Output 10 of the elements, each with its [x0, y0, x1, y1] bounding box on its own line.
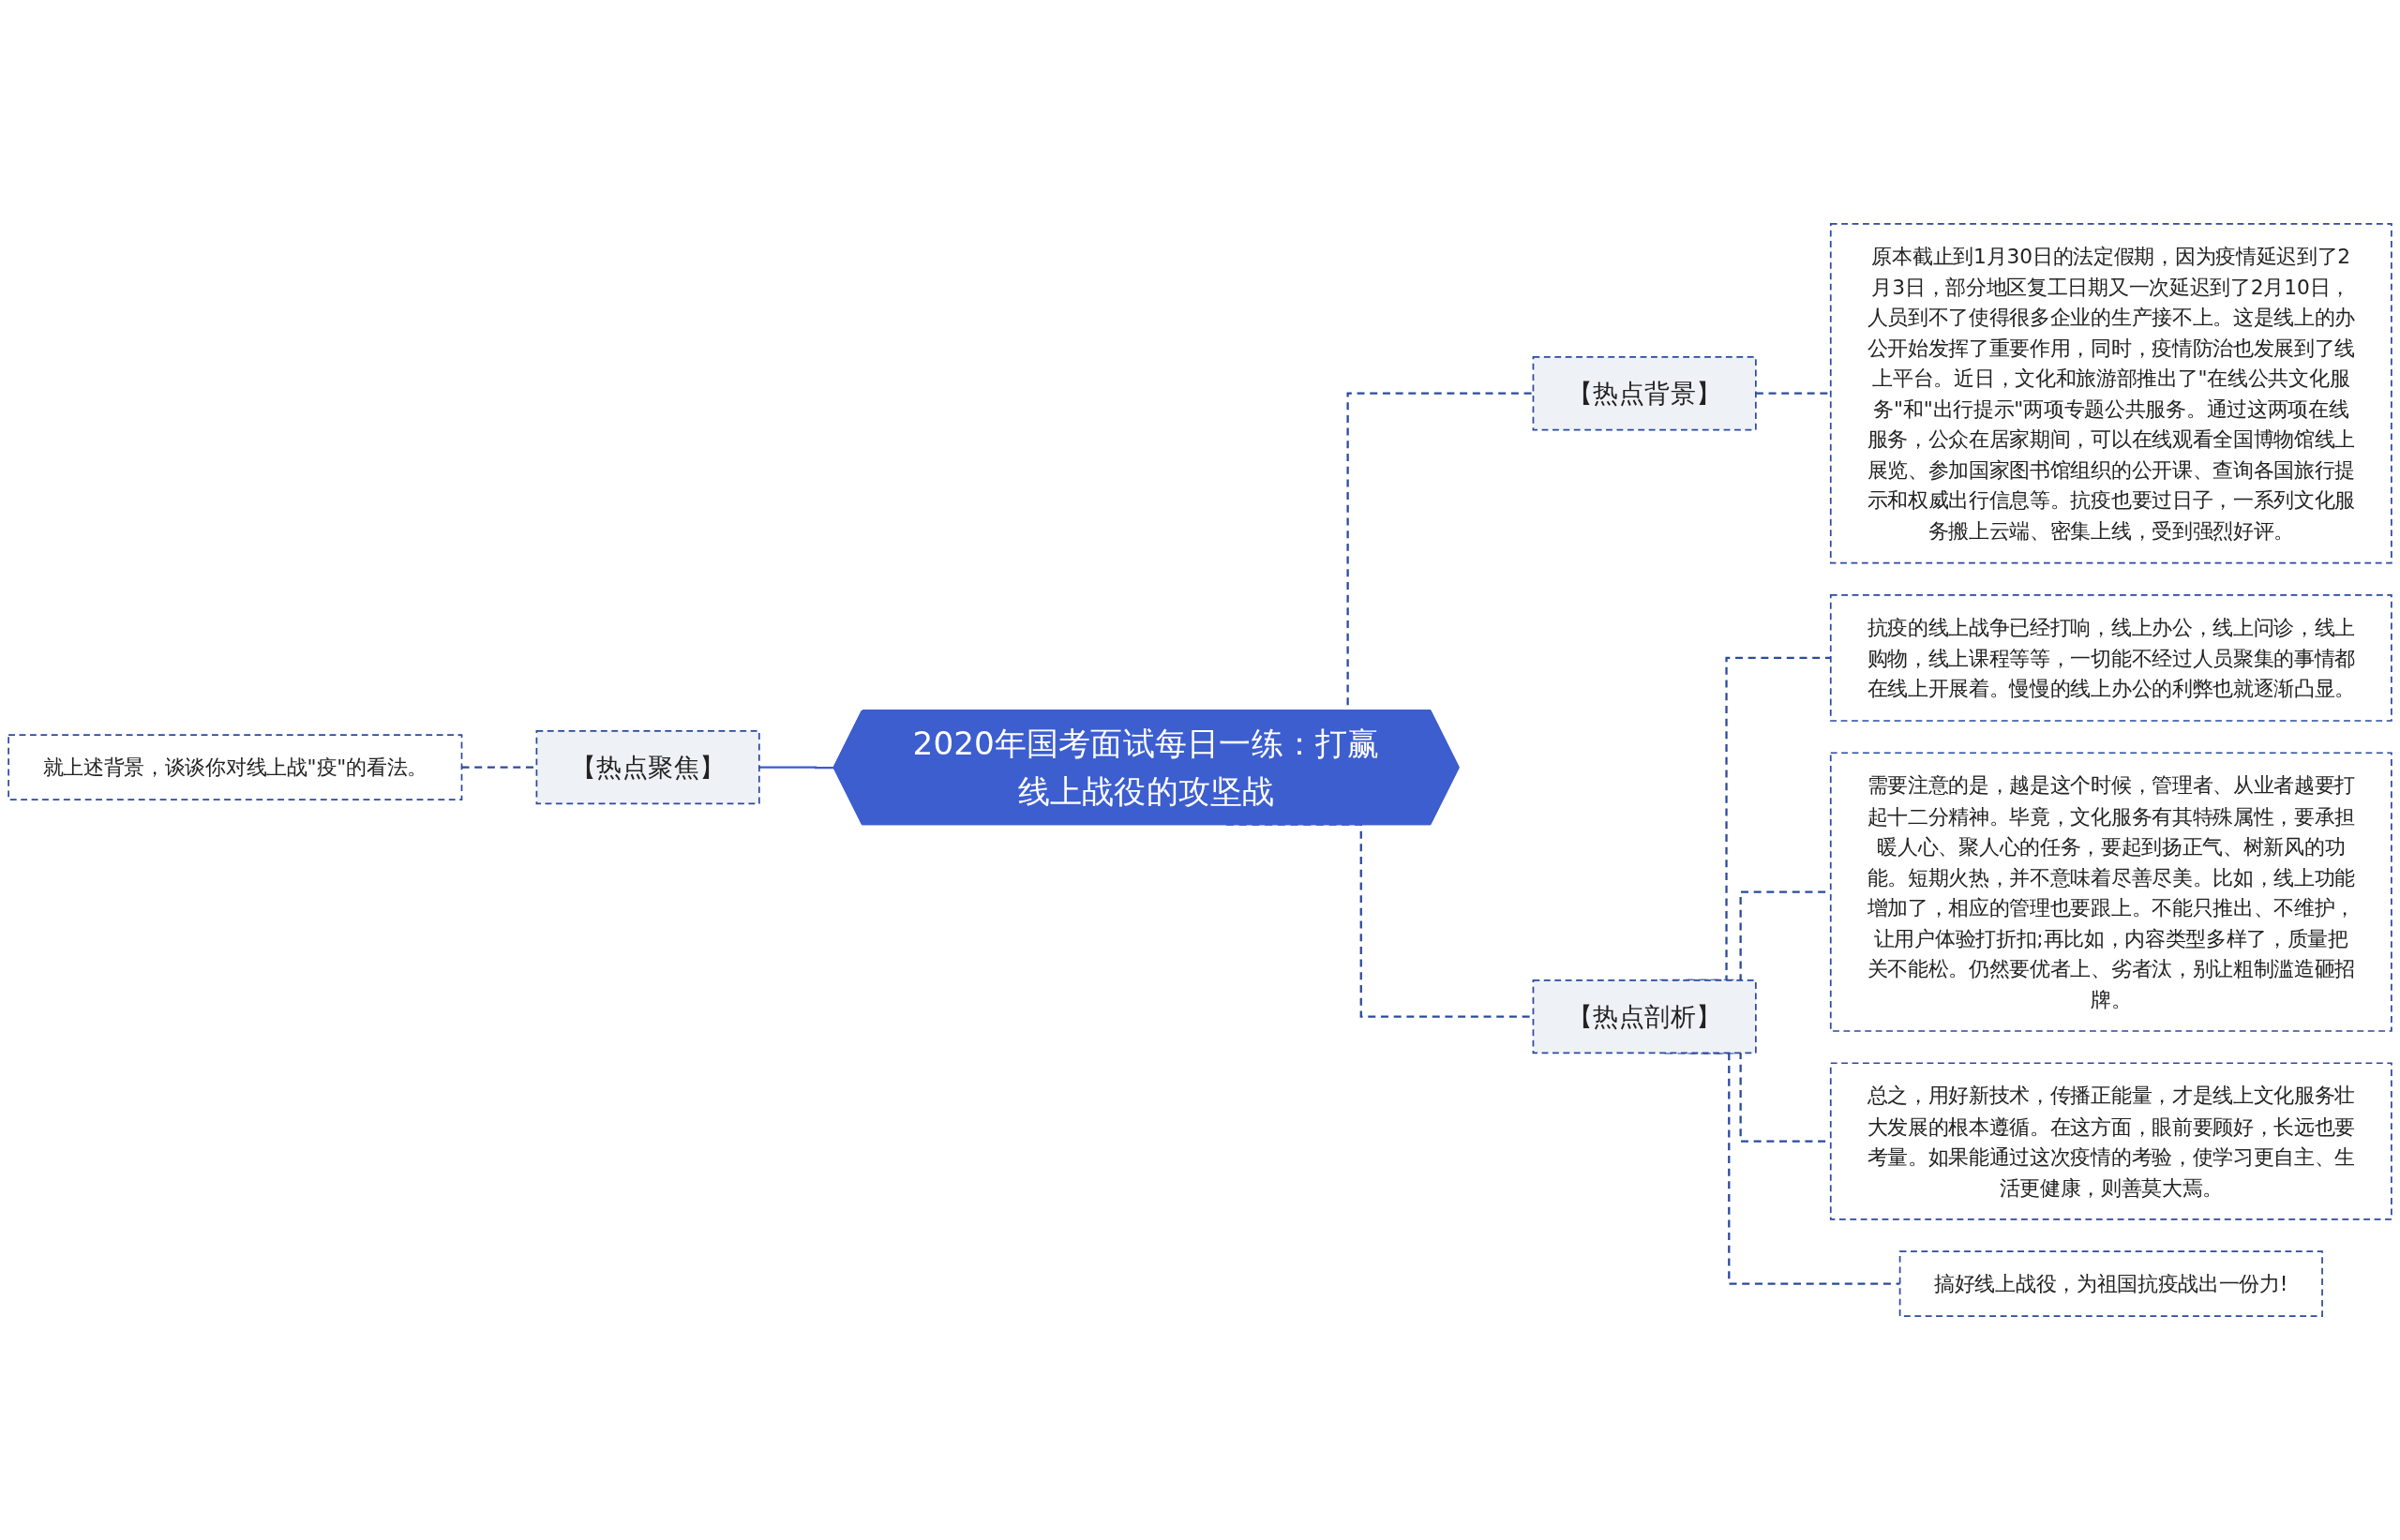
connector	[758, 766, 835, 770]
node-box: 就上述背景，谈谈你对线上战"疫"的看法。	[8, 734, 463, 801]
node-box: 总之，用好新技术，传播正能量，才是线上文化服务壮大发展的根本遵循。在这方面，眼前要顾好，长远也要考量。如果能通过这次疫情的考验，使学习更自主、生活更健康，则善莫大焉。	[1829, 1062, 2392, 1220]
node-box: 需要注意的是，越是这个时候，管理者、从业者越要打起十二分精神。毕竟，文化服务有其特殊属性，要承担暖人心、聚人心的任务，要起到扬正气、树新风的功能。短期火热，并不意味着尽善尽美。比如，线上功能增加了，相应的管理也要跟上。不能只推出、不维护，让用户体验打折扣;再比如，内容类型多样了，质量把关不能松。仍然要优者上、劣者汰，别让粗制滥造砸招牌。	[1829, 752, 2392, 1032]
node-box: 搞好线上战役，为祖国抗疫战出一份力!	[1898, 1250, 2323, 1318]
node-box: 【热点背景】	[1532, 356, 1757, 431]
node-box: 【热点剖析】	[1532, 979, 1757, 1054]
node-box: 【热点聚焦】	[535, 730, 760, 805]
node-box: 原本截止到1月30日的法定假期，因为疫情延迟到了2月3日，部分地区复工日期又一次延迟到了2月10日，人员到不了使得很多企业的生产接不上。这是线上的办公开始发挥了重要作用，同时，疫情防治也发展到了线上平台。近日，文化和旅游部推出了"在线公共文化服务"和"出行提示"两项专题公共服务。通过这两项在线服务，公众在居家期间，可以在线观看全国博物馆线上展览、参加国家图书馆组织的公开课、查询各国旅行提示和权威出行信息等。抗疫也要过日子，一系列文化服务搬上云端、密集上线，受到强烈好评。	[1829, 222, 2392, 564]
node-box: 抗疫的线上战争已经打响，线上办公，线上问诊，线上购物，线上课程等等，一切能不经过人员聚集的事情都在线上开展着。慢慢的线上办公的利弊也就逐渐凸显。	[1829, 594, 2392, 722]
